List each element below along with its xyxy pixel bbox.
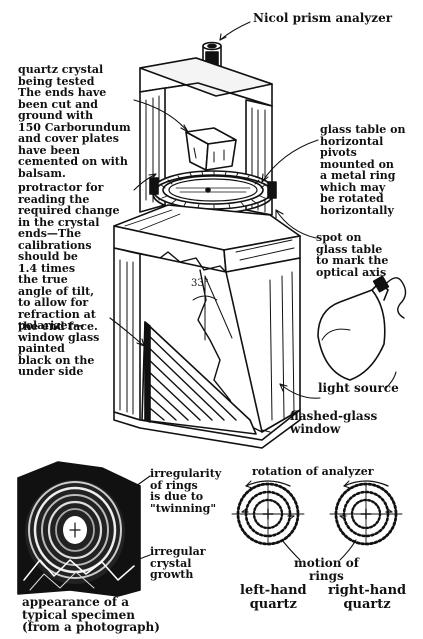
left-hand-rings (231, 480, 305, 546)
polarizer-glass (141, 321, 257, 435)
flashed-glass-label: flashed-glass window (290, 409, 378, 436)
quartz-crystal-label: quartz crystal being tested The ends hav… (18, 63, 131, 180)
glass-table-label: glass table on horizontal pivots mounted… (320, 123, 406, 217)
irregularity-label: irregularity of rings is due to "twinnin… (150, 467, 222, 515)
quartz-crystal (185, 127, 237, 171)
right-hand-label: right-hand quartz (328, 583, 407, 612)
nicol-prism-label: Nicol prism analyzer (253, 11, 393, 25)
appearance-label: appearance of a typical specimen (from a… (22, 595, 160, 635)
angle-mark (192, 275, 233, 341)
specimen-leaders (119, 475, 151, 567)
light-source-label: light source (318, 381, 399, 395)
spot-label: spot on glass table to mark the optical … (316, 231, 389, 279)
irregular-growth-label: irregular crystal growth (150, 545, 206, 582)
motion-label: motion of rings (294, 556, 359, 583)
angle-label: 33° (191, 278, 209, 289)
right-hand-rings (329, 480, 403, 546)
light-source (317, 275, 407, 381)
specimen-photo (17, 461, 141, 597)
motion-leaders (281, 539, 357, 561)
protractor-label: protractor for reading the required chan… (18, 181, 120, 333)
rotation-label: rotation of analyzer (252, 465, 374, 478)
polarizer-label: polarizer— window glass painted black on… (18, 319, 100, 379)
protractor-ring (149, 170, 277, 214)
left-hand-label: left-hand quartz (240, 583, 307, 612)
leader-lines (109, 21, 397, 433)
